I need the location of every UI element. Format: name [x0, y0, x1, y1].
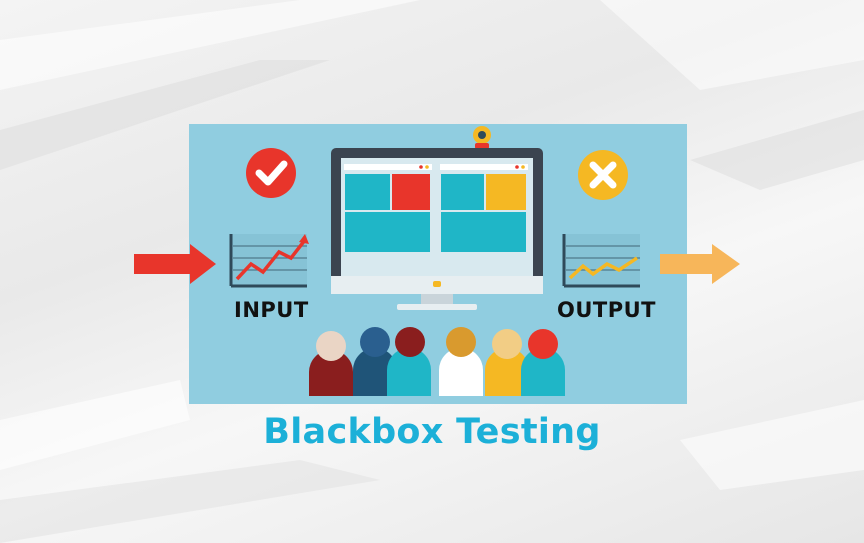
output-label: OUTPUT [557, 298, 656, 322]
monitor-icon [331, 148, 543, 310]
line-chart-icon [229, 234, 309, 288]
illustration-art [229, 126, 640, 396]
line-chart-icon-output [562, 234, 640, 288]
input-label: INPUT [234, 298, 309, 322]
check-icon [246, 148, 296, 198]
page-title: Blackbox Testing [263, 412, 601, 452]
people-icon [309, 327, 565, 396]
illustration-panel: INPUT OUTPUT [189, 124, 687, 404]
webcam-icon [473, 126, 491, 149]
cross-icon [578, 150, 628, 200]
